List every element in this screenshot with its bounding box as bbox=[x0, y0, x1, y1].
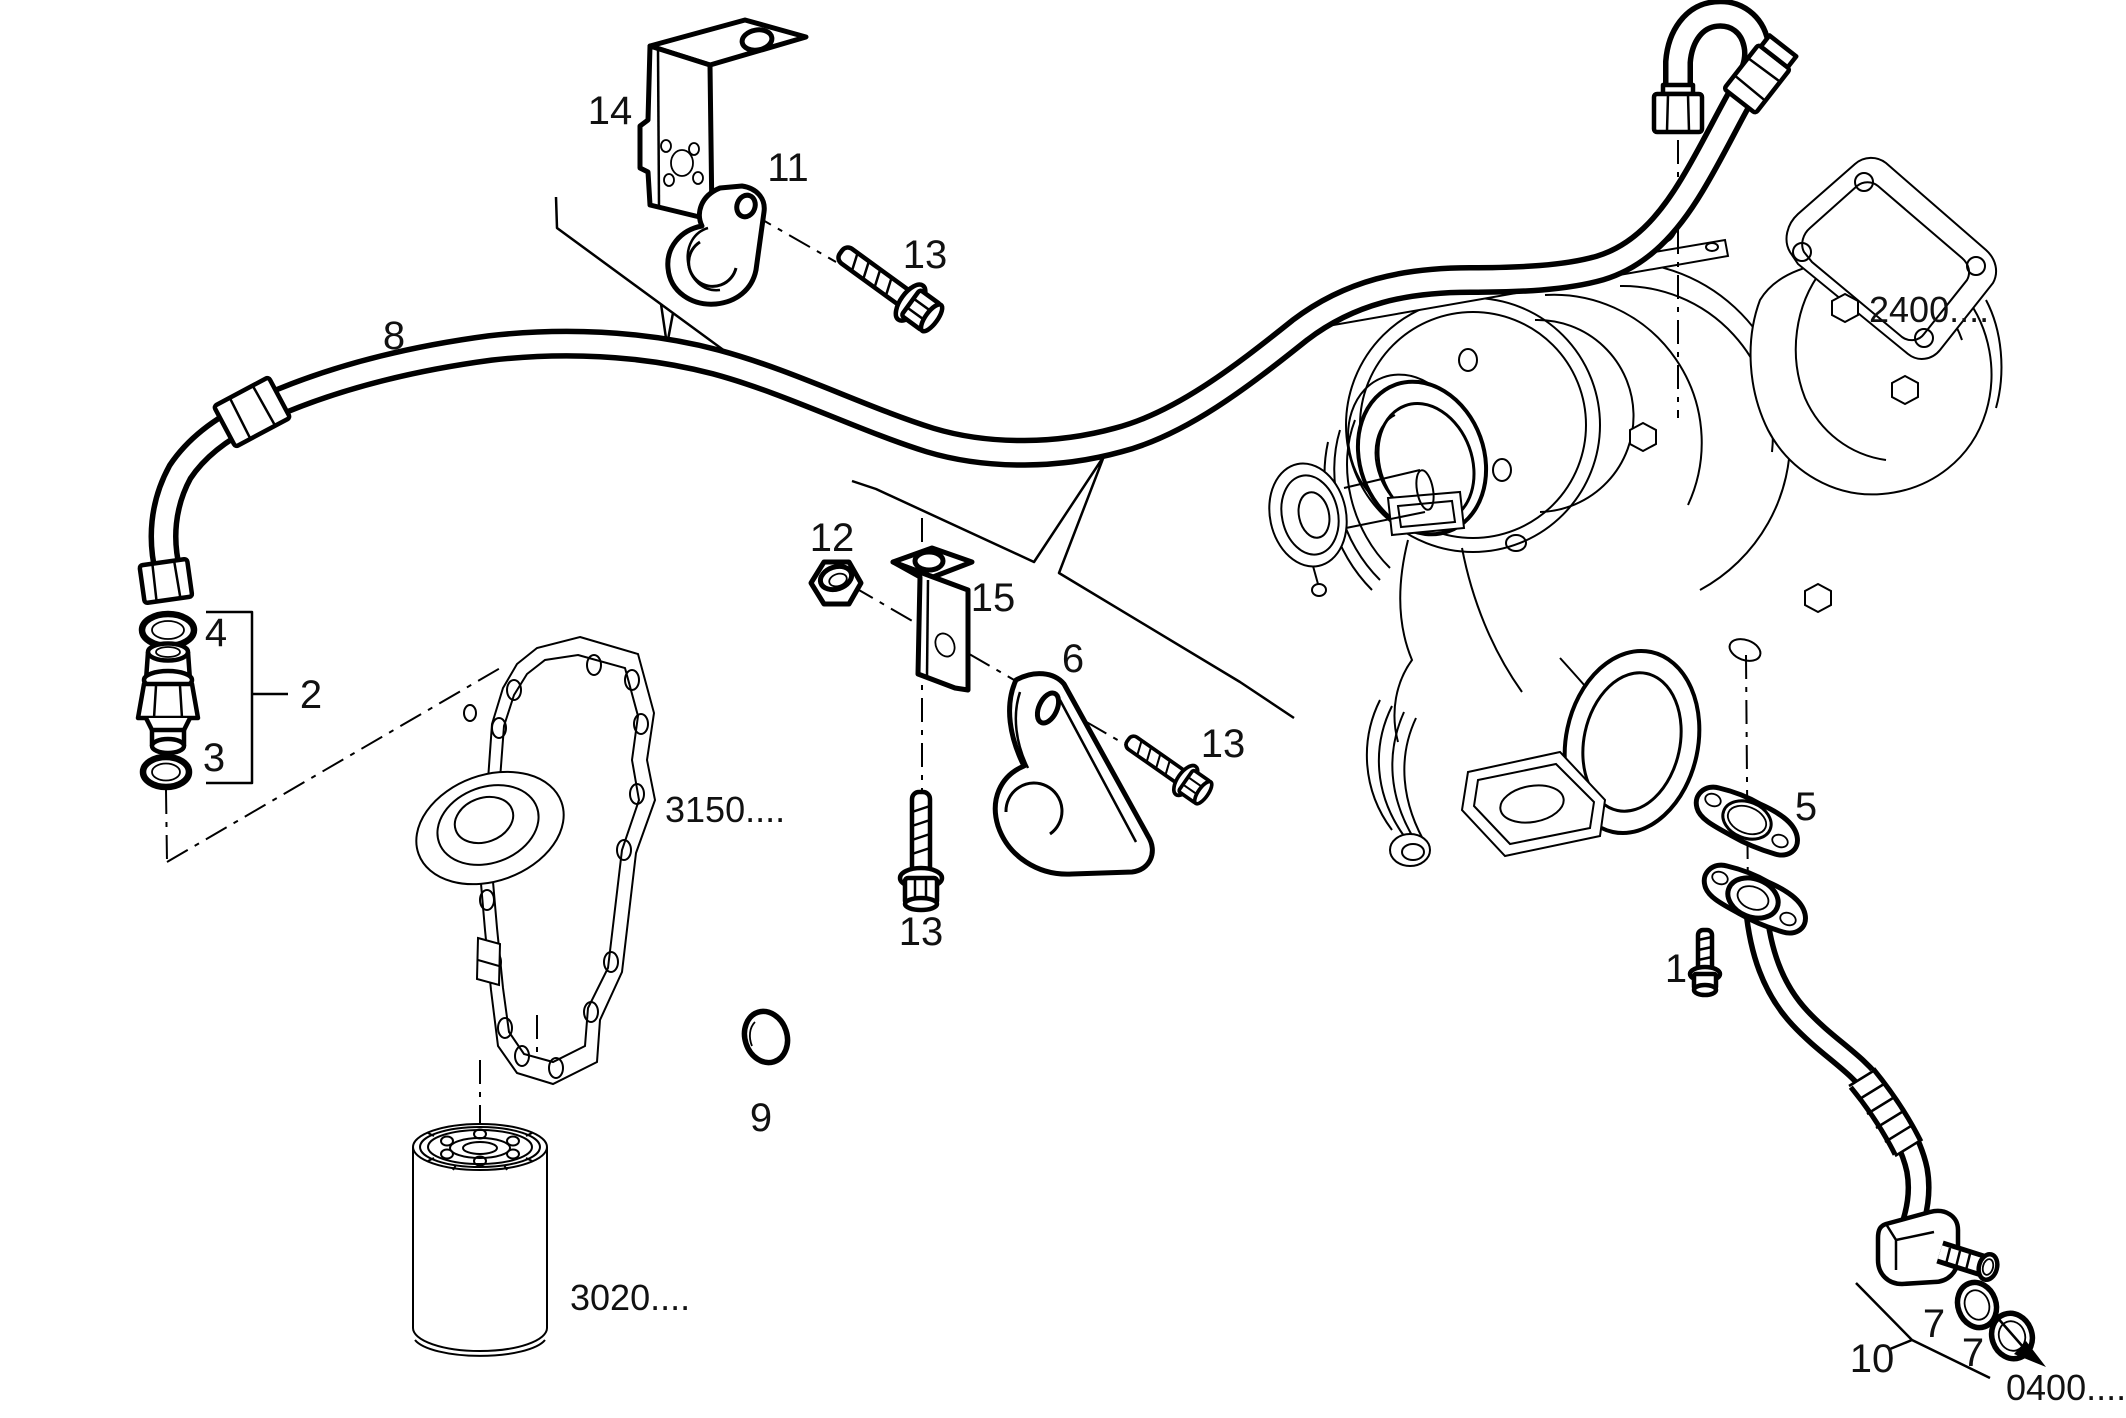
callout-10: 10 bbox=[1850, 1337, 1895, 1381]
callout-4: 4 bbox=[205, 611, 227, 655]
oil-feed-pipe-8 bbox=[137, 0, 1799, 606]
oil-filter-3020 bbox=[412, 1123, 548, 1357]
pipe-union-nut bbox=[212, 375, 292, 449]
callout-5: 5 bbox=[1795, 785, 1817, 829]
pipe-clamp-6 bbox=[992, 671, 1155, 877]
callout-6: 6 bbox=[1062, 637, 1084, 681]
flange-bolt-13-vertical bbox=[900, 792, 942, 910]
o-ring-4 bbox=[138, 610, 198, 650]
drain-gasket-5 bbox=[1693, 784, 1800, 858]
pipe-union-nut bbox=[1651, 82, 1705, 135]
callout-9: 9 bbox=[750, 1096, 772, 1140]
mounting-bracket-15 bbox=[890, 545, 975, 693]
ref-code-3020: 3020.... bbox=[570, 1277, 690, 1318]
turbo-hex-bolt bbox=[1629, 292, 1919, 614]
union-fitting-2 bbox=[135, 641, 201, 756]
callout-14: 14 bbox=[588, 89, 633, 133]
seal-ring-7-lower bbox=[1988, 1310, 2036, 1362]
pipe-union-nut bbox=[1722, 33, 1799, 115]
callout-13c: 13 bbox=[899, 910, 944, 954]
callout-11: 11 bbox=[767, 146, 809, 190]
o-ring-3 bbox=[139, 753, 193, 791]
pipe-union-nut bbox=[137, 556, 195, 606]
oil-drain-pipe-10 bbox=[1701, 862, 2000, 1287]
callout-13b: 13 bbox=[1201, 722, 1246, 766]
callout-7b: 7 bbox=[1962, 1331, 1984, 1375]
ref-code-0400: 0400.... bbox=[2006, 1367, 2126, 1408]
mounting-bracket-14 bbox=[637, 17, 809, 223]
oil-cooler-housing-3150 bbox=[415, 635, 657, 1086]
callout-3: 3 bbox=[203, 736, 225, 780]
o-ring-9 bbox=[741, 1008, 791, 1066]
seal-ring-7-upper bbox=[1954, 1279, 2000, 1331]
hex-nut-12 bbox=[808, 559, 864, 607]
reference-code-labels: 2400.... 3150.... 3020.... 0400.... bbox=[570, 289, 2126, 1408]
callout-13a: 13 bbox=[903, 233, 948, 277]
stud-bolt-1 bbox=[1687, 927, 1723, 998]
callout-12: 12 bbox=[810, 516, 855, 560]
callout-1: 1 bbox=[1665, 947, 1687, 991]
turbocharger-2400 bbox=[1268, 156, 2003, 867]
callout-7a: 7 bbox=[1923, 1302, 1945, 1346]
callout-2: 2 bbox=[300, 673, 322, 717]
callout-15: 15 bbox=[971, 576, 1016, 620]
ref-code-2400: 2400.... bbox=[1869, 289, 1989, 330]
callout-8: 8 bbox=[383, 314, 405, 358]
callout-labels: 8 14 11 13 12 15 6 13 13 4 2 3 5 1 9 10 … bbox=[203, 89, 1984, 1381]
pipe-clamp-11 bbox=[665, 183, 767, 307]
ref-code-3150: 3150.... bbox=[665, 789, 785, 830]
